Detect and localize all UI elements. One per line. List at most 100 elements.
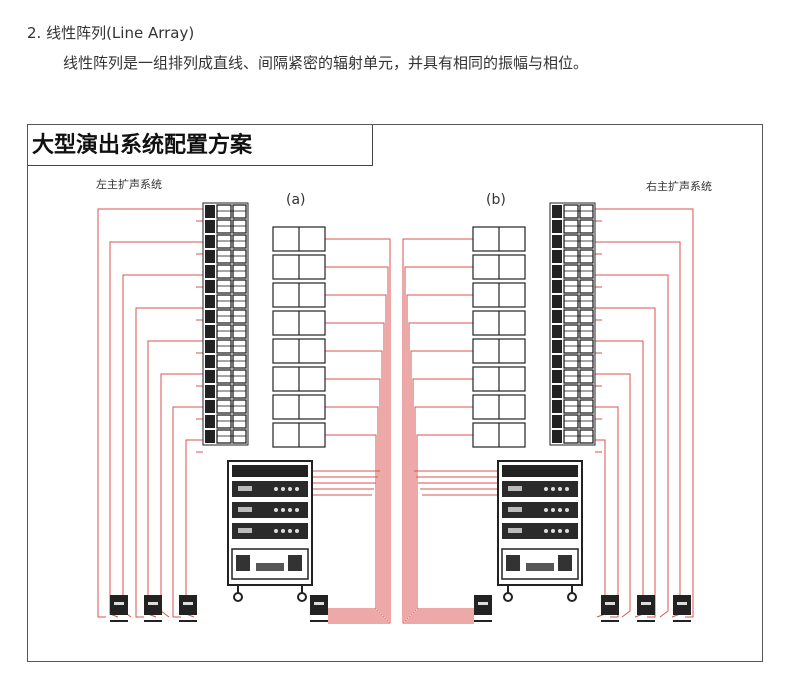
left-line-array-cell-7-b xyxy=(216,309,232,324)
left-amp-rack-amp-1-knob-2 xyxy=(288,508,292,512)
left-monitor-0-grille xyxy=(114,602,124,605)
right-line-array-cell-11-b xyxy=(563,369,579,384)
right-monitor-1 xyxy=(637,595,655,622)
left-line-array-cell-13-c xyxy=(232,399,247,414)
right-amp-rack-amp-1-knob-0 xyxy=(544,508,548,512)
right-array-cable-6 xyxy=(595,406,619,618)
left-amp-rack-amp-1 xyxy=(232,502,308,518)
left-amp-rack-wheel-right xyxy=(297,592,307,602)
right-amp-rack-fan-left xyxy=(506,555,520,571)
right-line-array-cell-7-a xyxy=(552,310,562,323)
left-amp-rack-amp-2-knob-3 xyxy=(295,529,299,533)
left-amp-rack-amp-2-knob-0 xyxy=(274,529,278,533)
left-line-array-cell-11-c xyxy=(232,369,247,384)
right-line-array-cell-9-c xyxy=(579,339,594,354)
left-line-array-cell-9-a xyxy=(205,340,215,353)
right-sub xyxy=(474,595,492,622)
left-line-array-cell-8-a xyxy=(205,325,215,338)
left-amp-rack-amp-1-knob-1 xyxy=(281,508,285,512)
right-line-array-cell-6-a xyxy=(552,295,562,308)
right-line-array xyxy=(549,202,596,446)
panel-b-cable-0 xyxy=(402,238,474,624)
left-amp-rack-amp-0 xyxy=(232,481,308,497)
right-line-array-cell-4-c xyxy=(579,264,594,279)
right-amp-rack-amp-2 xyxy=(502,523,578,539)
right-amp-rack xyxy=(497,460,583,602)
left-array-cable-6 xyxy=(172,406,203,618)
left-amp-rack-amp-2-label xyxy=(238,528,252,533)
right-amp-rack-amp-1-label xyxy=(508,507,522,512)
right-array-cable-7 xyxy=(595,439,606,618)
left-monitor-2-grille xyxy=(183,602,193,605)
left-amp-rack-amp-2 xyxy=(232,523,308,539)
left-line-array-cell-2-a xyxy=(205,235,215,248)
right-monitor-2 xyxy=(673,595,691,622)
right-amp-rack-amp-1 xyxy=(502,502,578,518)
left-line-array-cell-4-b xyxy=(216,264,232,279)
right-amp-rack-amp-0-knob-1 xyxy=(551,487,555,491)
right-line-array-cell-5-c xyxy=(579,279,594,294)
system-diagram: 大型演出系统配置方案 左主扩声系统 右主扩声系统 (a) (b) xyxy=(27,124,763,662)
panel-b-cable-2 xyxy=(406,294,474,620)
right-amp-rack-amp-0-knob-3 xyxy=(565,487,569,491)
left-line-array-cell-6-a xyxy=(205,295,215,308)
left-amp-rack-amp-2-knob-2 xyxy=(288,529,292,533)
left-line-array-cell-7-c xyxy=(232,309,247,324)
panel-a-cable-6 xyxy=(325,406,379,612)
left-line-array-cell-0-a xyxy=(205,205,215,218)
right-line-array-cell-6-b xyxy=(563,294,579,309)
right-line-array-cell-9-a xyxy=(552,340,562,353)
left-line-array-cell-15-c xyxy=(232,429,247,444)
panel-a-cable-7 xyxy=(325,434,377,610)
right-line-array-cell-12-b xyxy=(563,384,579,399)
right-line-array-cell-15-c xyxy=(579,429,594,444)
left-line-array-cell-2-b xyxy=(216,234,232,249)
right-line-array-cell-12-a xyxy=(552,385,562,398)
panel-a-cable-3 xyxy=(325,322,385,618)
right-array-cable-2 xyxy=(595,274,669,618)
panel-b-cable-6 xyxy=(414,406,474,612)
right-amp-rack-connector xyxy=(526,563,554,571)
left-line-array-cell-4-a xyxy=(205,265,215,278)
right-line-array-cell-1-b xyxy=(563,219,579,234)
right-line-array-cell-7-c xyxy=(579,309,594,324)
right-line-array-cell-0-c xyxy=(579,204,594,219)
right-line-array-cell-3-b xyxy=(563,249,579,264)
right-array-cable-1 xyxy=(595,241,681,618)
left-line-array-cell-5-a xyxy=(205,280,215,293)
right-monitor-1-grille xyxy=(641,602,651,605)
left-amp-rack-amp-0-knob-2 xyxy=(288,487,292,491)
left-line-array-cell-14-b xyxy=(216,414,232,429)
left-amp-rack-amp-0-knob-1 xyxy=(281,487,285,491)
panel-b-cable-5 xyxy=(412,378,474,614)
left-amp-rack-fan-left xyxy=(236,555,250,571)
right-amp-rack-amp-2-knob-0 xyxy=(544,529,548,533)
left-line-array-cell-7-a xyxy=(205,310,215,323)
left-line-array-cell-6-c xyxy=(232,294,247,309)
left-array-cable-0 xyxy=(97,208,203,618)
left-line-array-cell-6-b xyxy=(216,294,232,309)
right-line-array-cell-11-a xyxy=(552,370,562,383)
left-amp-rack-amp-1-knob-0 xyxy=(274,508,278,512)
right-line-array-cell-8-c xyxy=(579,324,594,339)
panel-b-cable-7 xyxy=(416,434,474,610)
left-line-array-cell-13-b xyxy=(216,399,232,414)
left-line-array-cell-14-a xyxy=(205,415,215,428)
right-amp-rack-amp-1-knob-2 xyxy=(558,508,562,512)
left-amp-rack-amp-1-label xyxy=(238,507,252,512)
right-amp-rack-wheel-left xyxy=(503,592,513,602)
right-line-array-cell-1-a xyxy=(552,220,562,233)
right-sub-grille xyxy=(478,602,488,605)
left-line-array-cell-9-c xyxy=(232,339,247,354)
right-line-array-cell-9-b xyxy=(563,339,579,354)
left-line-array-cell-13-a xyxy=(205,400,215,413)
left-array-cable-2 xyxy=(122,274,203,618)
left-array-cable-5 xyxy=(160,373,203,618)
panel-a-label: (a) xyxy=(286,192,306,208)
right-line-array-cell-8-a xyxy=(552,325,562,338)
right-line-array-cell-0-a xyxy=(552,205,562,218)
left-amp-rack-amp-0-label xyxy=(238,486,252,491)
right-amp-rack-wheel-right xyxy=(567,592,577,602)
left-line-array-cell-3-c xyxy=(232,249,247,264)
left-amp-rack-fan-right xyxy=(288,555,302,571)
